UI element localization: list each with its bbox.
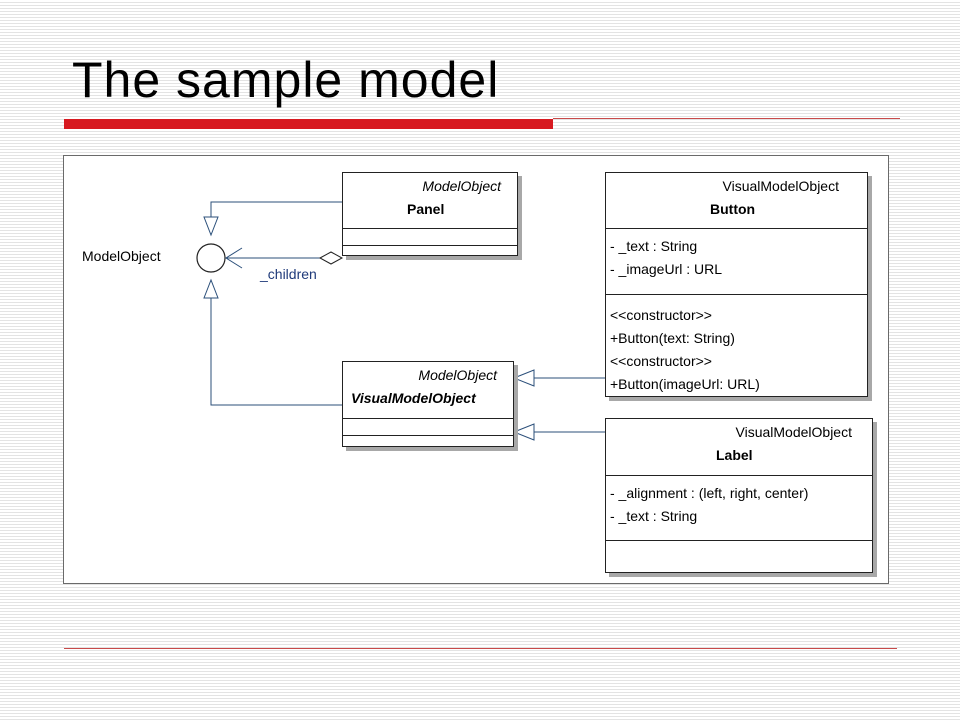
class-vmo-stereotype: ModelObject [418, 367, 497, 383]
class-vmo-attributes [343, 419, 513, 436]
class-button-name: Button [710, 201, 756, 217]
model-object-interface-label: ModelObject [82, 248, 161, 264]
class-vmo-operations [343, 436, 513, 446]
children-association-label: _children [260, 266, 317, 282]
panel-realization-line [210, 201, 342, 217]
class-panel: ModelObject Panel [342, 172, 518, 256]
class-label-header: VisualModelObject Label [606, 419, 872, 476]
vmo-realization-line [210, 298, 342, 406]
class-button: VisualModelObject Button - _text : Strin… [605, 172, 868, 397]
class-label-operations [606, 541, 872, 572]
slide-title: The sample model [72, 52, 500, 108]
class-panel-header: ModelObject Panel [343, 173, 517, 229]
button-generalization-arrow [512, 369, 535, 387]
realization-arrow-top [203, 216, 219, 237]
class-button-operation: <<constructor>> [610, 307, 712, 323]
title-accent-bar [64, 119, 553, 129]
realization-arrow-bottom [203, 278, 219, 299]
aggregation-open-arrow [225, 247, 243, 269]
class-panel-name: Panel [407, 201, 445, 217]
class-button-operations: <<constructor>> +Button(text: String) <<… [606, 295, 867, 396]
class-button-operation: <<constructor>> [610, 353, 712, 369]
class-label-attribute: - _alignment : (left, right, center) [610, 485, 809, 501]
class-button-attributes: - _text : String - _imageUrl : URL [606, 229, 867, 295]
class-button-operation: +Button(text: String) [610, 330, 735, 346]
class-label-attributes: - _alignment : (left, right, center) - _… [606, 476, 872, 541]
class-button-attribute: - _imageUrl : URL [610, 261, 723, 277]
class-panel-stereotype: ModelObject [422, 178, 501, 194]
diagram-connectors [196, 201, 605, 441]
class-label-name: Label [716, 447, 753, 463]
class-vmo-header: ModelObject VisualModelObject [343, 362, 513, 419]
class-button-header: VisualModelObject Button [606, 173, 867, 229]
class-label: VisualModelObject Label - _alignment : (… [605, 418, 873, 573]
uml-diagram: ModelObject _children ModelObject Panel … [63, 155, 889, 584]
aggregation-diamond [318, 251, 344, 265]
class-visual-model-object: ModelObject VisualModelObject [342, 361, 514, 447]
class-vmo-name: VisualModelObject [351, 390, 476, 406]
model-object-interface-circle [196, 243, 226, 273]
class-button-operation: +Button(imageUrl: URL) [610, 376, 760, 392]
class-button-attribute: - _text : String [610, 238, 698, 254]
class-label-stereotype: VisualModelObject [735, 424, 852, 440]
class-panel-operations [343, 246, 517, 256]
footer-rule-line [64, 648, 897, 649]
class-label-attribute: - _text : String [610, 508, 698, 524]
class-button-stereotype: VisualModelObject [722, 178, 839, 194]
title-rule-line [553, 118, 900, 119]
class-panel-attributes [343, 229, 517, 246]
label-generalization-arrow [512, 423, 535, 441]
